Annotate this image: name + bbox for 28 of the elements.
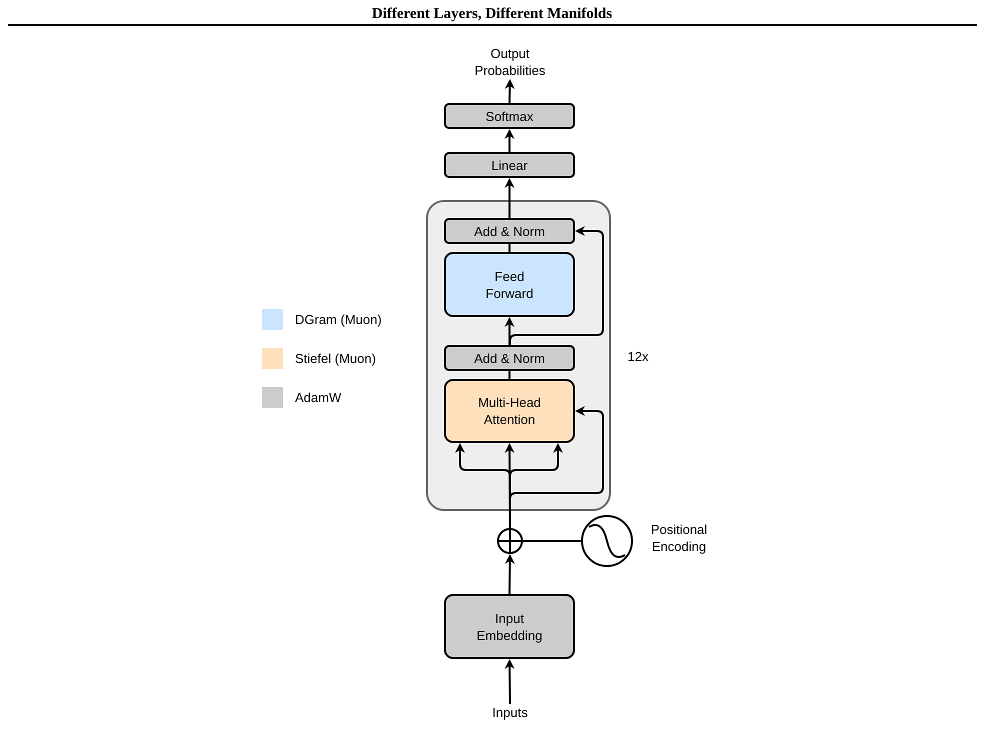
repeat-count: 12x xyxy=(626,348,650,365)
diagram-title: Different Layers, Different Manifolds xyxy=(372,5,612,23)
arrow xyxy=(509,226,604,345)
legend-label: AdamW xyxy=(295,389,342,406)
arrow xyxy=(504,317,514,345)
encoder-block xyxy=(426,200,611,511)
arrow xyxy=(504,554,515,594)
arrow xyxy=(504,79,515,104)
arrow xyxy=(504,129,514,152)
sine-wave-circle xyxy=(581,515,633,567)
layer-box: Input Embedding xyxy=(444,594,575,659)
layer-box: Feed Forward xyxy=(444,252,575,317)
layer-box: Linear xyxy=(444,152,575,178)
output-label: Output Probabilities xyxy=(465,45,555,79)
connector-line xyxy=(508,244,510,252)
connector-line xyxy=(523,540,581,542)
input-label: Inputs xyxy=(492,704,528,721)
layer-box: Add & Norm xyxy=(444,218,575,244)
arrow xyxy=(504,178,514,218)
layer-box: Multi-Head Attention xyxy=(444,379,575,443)
encoding-label: Positional Encoding xyxy=(650,521,708,555)
sum-circle xyxy=(497,528,523,554)
arrow xyxy=(504,659,515,704)
connector-line xyxy=(508,371,510,379)
legend-label: Stiefel (Muon) xyxy=(295,350,376,367)
legend-label: DGram (Muon) xyxy=(295,311,382,328)
layer-box: Softmax xyxy=(444,103,575,129)
layer-box: Add & Norm xyxy=(444,345,575,371)
